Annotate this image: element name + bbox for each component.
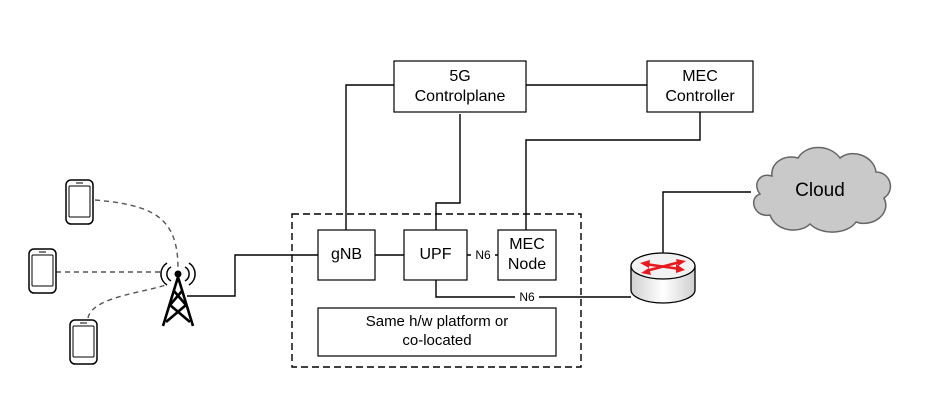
controlplane-label-line2: Controlplane: [414, 87, 506, 105]
platform-note-line1: Same h/w platform or: [365, 313, 509, 331]
link-label-upf-mec: N6: [471, 248, 495, 262]
upf-box: [403, 229, 468, 281]
platform-group-box: [291, 213, 582, 368]
controlplane-label: 5G Controlplane: [394, 61, 526, 112]
link-router-cloud: [662, 191, 751, 262]
mec-controller-box: [646, 60, 754, 113]
mec-node-label-line1: MEC: [509, 236, 545, 253]
platform-note-box: [317, 307, 557, 357]
upf-label-text: UPF: [419, 246, 452, 263]
mec-node-label: MEC Node: [498, 230, 556, 280]
link-controlplane-gnb: [345, 84, 394, 230]
cell-tower-icon: [160, 262, 196, 327]
mec-controller-label: MEC Controller: [647, 61, 753, 112]
controlplane-label-line1: 5G: [449, 67, 471, 85]
link-mec-controller-mec-node: [525, 112, 701, 230]
router-icon: [630, 252, 696, 304]
mec-node-box: [497, 229, 557, 281]
cloud-label: Cloud: [770, 176, 870, 206]
controlplane-box: [393, 60, 527, 113]
smartphone-icon: [28, 248, 57, 294]
node-boxes: [317, 60, 754, 357]
link-controlplane-upf: [435, 114, 461, 230]
connection-lines: [187, 84, 751, 298]
mec-controller-label-line2: Controller: [665, 87, 735, 105]
link-tower-gnb: [187, 254, 318, 297]
gnb-box: [317, 229, 376, 281]
wireless-links: [56, 199, 179, 319]
mec-node-label-line2: Node: [507, 256, 547, 273]
mec-controller-label-line1: MEC: [682, 67, 718, 85]
wireless-link-bottom: [87, 283, 169, 319]
upf-label: UPF: [404, 230, 467, 280]
link-label-upf-router: N6: [515, 290, 539, 304]
gnb-label-text: gNB: [330, 246, 363, 263]
cloud-icon: [752, 146, 892, 233]
platform-note-line2: co-located: [402, 332, 472, 349]
wireless-link-top: [94, 199, 179, 269]
link-upf-router: [435, 280, 631, 298]
platform-note-label: Same h/w platform or co-located: [318, 308, 556, 356]
smartphone-icon: [65, 179, 94, 225]
smartphone-icon: [69, 319, 98, 365]
cloud-label-text: Cloud: [795, 180, 845, 202]
gnb-label: gNB: [318, 230, 375, 280]
